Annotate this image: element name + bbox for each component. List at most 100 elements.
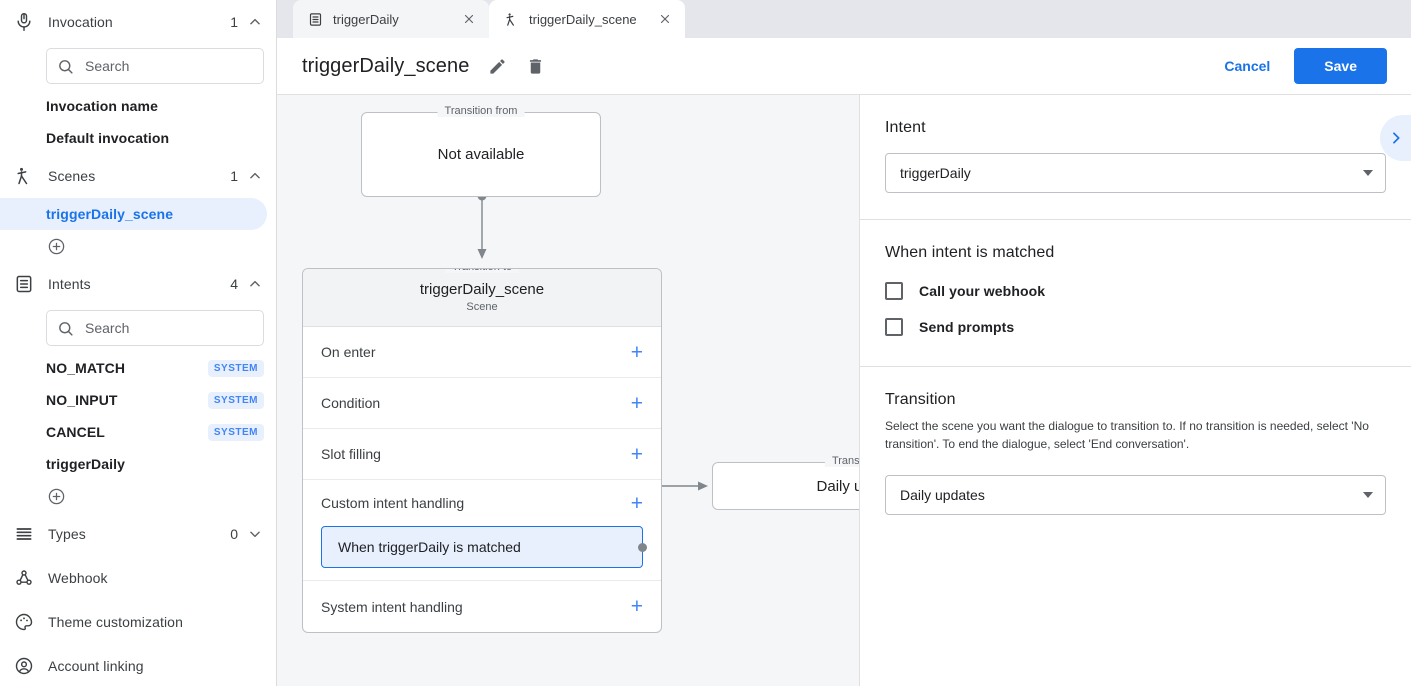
transition-section-title: Transition	[885, 391, 956, 408]
scene-row-label: Condition	[321, 395, 381, 411]
add-slot-filling-icon[interactable]: +	[630, 442, 643, 466]
invocation-search-box[interactable]	[46, 48, 268, 84]
sidebar-item-label: NO_INPUT	[46, 392, 118, 408]
scene-row-custom-intent-handling[interactable]: Custom intent handling +	[303, 480, 661, 526]
sidebar-item-no-match[interactable]: NO_MATCH SYSTEM	[0, 352, 276, 384]
sidebar-item-label: triggerDaily	[46, 456, 125, 472]
sidebar-item-no-input[interactable]: NO_INPUT SYSTEM	[0, 384, 276, 416]
add-intent-icon[interactable]	[46, 486, 66, 506]
add-condition-icon[interactable]: +	[630, 391, 643, 415]
when-matched-section: When intent is matched Call your webhook…	[860, 219, 1411, 366]
sidebar-item-triggerdaily[interactable]: triggerDaily	[0, 448, 276, 480]
close-icon[interactable]	[657, 11, 673, 27]
add-scene-row	[0, 230, 276, 262]
intent-select[interactable]: triggerDaily	[885, 153, 1386, 193]
main-area: triggerDaily triggerDaily_scene trigge	[277, 0, 1411, 686]
sidebar-item-default-invocation[interactable]: Default invocation	[0, 122, 276, 154]
scene-row-condition[interactable]: Condition +	[303, 378, 661, 429]
transition-destination-node[interactable]: Transition to Daily updates	[712, 455, 859, 510]
invocation-search-wrap	[0, 44, 276, 90]
invocation-search-input[interactable]	[83, 57, 268, 75]
add-intent-row	[0, 480, 276, 512]
microphone-icon	[12, 10, 36, 34]
sidebar-group-label: Invocation	[48, 14, 113, 30]
intents-search-input[interactable]	[83, 319, 268, 337]
chevron-up-icon[interactable]	[248, 277, 262, 291]
sidebar-group-scenes[interactable]: Scenes 1	[0, 154, 276, 198]
sidebar-item-cancel[interactable]: CANCEL SYSTEM	[0, 416, 276, 448]
sidebar-group-count: 4	[230, 276, 238, 292]
scene-graph-canvas[interactable]: Transition from Not available Transition…	[277, 95, 860, 686]
call-webhook-checkbox[interactable]	[885, 282, 903, 300]
intent-select-value: triggerDaily	[900, 165, 971, 181]
sidebar-item-webhook[interactable]: Webhook	[0, 556, 276, 600]
tab-label: triggerDaily_scene	[529, 11, 637, 27]
sidebar-item-invocation-name[interactable]: Invocation name	[0, 90, 276, 122]
scene-node-card: Transition to triggerDaily_scene Scene O…	[302, 268, 662, 633]
transition-select[interactable]: Daily updates	[885, 475, 1386, 515]
save-button[interactable]: Save	[1294, 48, 1387, 84]
sidebar-group-intents[interactable]: Intents 4	[0, 262, 276, 306]
sidebar-group-types[interactable]: Types 0	[0, 512, 276, 556]
scene-row-label: Custom intent handling	[321, 495, 465, 511]
transition-from-value: Not available	[437, 146, 525, 163]
add-system-intent-icon[interactable]: +	[630, 595, 643, 618]
transition-from-legend: Transition from	[437, 105, 525, 117]
intent-tab-icon	[307, 11, 323, 27]
sidebar-item-label: Webhook	[48, 570, 108, 586]
pencil-icon[interactable]	[487, 56, 507, 76]
tab-triggerdaily-scene[interactable]: triggerDaily_scene	[489, 0, 685, 38]
send-prompts-checkbox[interactable]	[885, 318, 903, 336]
chevron-up-icon[interactable]	[248, 169, 262, 183]
send-prompts-checkbox-row[interactable]: Send prompts	[885, 318, 1386, 336]
sidebar-group-count: 0	[230, 526, 238, 542]
sidebar-item-label: triggerDaily_scene	[46, 206, 174, 222]
cancel-button[interactable]: Cancel	[1212, 49, 1282, 83]
search-icon	[57, 57, 74, 75]
sidebar-item-theme-customization[interactable]: Theme customization	[0, 600, 276, 644]
tab-triggerdaily[interactable]: triggerDaily	[293, 0, 489, 38]
sidebar-group-count: 1	[230, 14, 238, 30]
sidebar-item-account-linking[interactable]: Account linking	[0, 644, 276, 686]
trash-icon[interactable]	[525, 56, 545, 76]
chevron-up-icon[interactable]	[248, 15, 262, 29]
sidebar-group-label: Intents	[48, 276, 91, 292]
sidebar-item-label: Account linking	[48, 658, 144, 674]
scene-row-slot-filling[interactable]: Slot filling +	[303, 429, 661, 480]
close-icon[interactable]	[461, 11, 477, 27]
status-badge: SYSTEM	[207, 391, 264, 409]
scene-block-custom-intent: Custom intent handling + When triggerDai…	[303, 480, 661, 581]
left-sidebar: Invocation 1 Invocation name Default inv…	[0, 0, 277, 686]
transition-destination-value: Daily updates	[816, 477, 859, 495]
custom-intent-handler-chip[interactable]: When triggerDaily is matched	[321, 526, 647, 568]
add-scene-icon[interactable]	[46, 236, 66, 256]
sidebar-item-label: CANCEL	[46, 424, 105, 440]
status-badge: SYSTEM	[207, 359, 264, 377]
transition-from-node[interactable]: Transition from Not available	[361, 105, 601, 197]
sidebar-item-triggerdaily-scene[interactable]: triggerDaily_scene	[0, 198, 267, 230]
add-custom-intent-icon[interactable]: +	[630, 491, 643, 515]
content-body: Transition from Not available Transition…	[277, 95, 1411, 686]
scene-row-label: On enter	[321, 344, 376, 360]
scene-row-on-enter[interactable]: On enter +	[303, 327, 661, 378]
palette-icon	[12, 610, 36, 634]
intents-search-box[interactable]	[46, 310, 268, 346]
chevron-right-icon[interactable]	[1380, 115, 1411, 161]
chevron-down-icon	[1363, 492, 1373, 498]
edge-connector-dot	[638, 543, 647, 552]
sidebar-item-label: Invocation name	[46, 98, 158, 114]
intent-section-title: Intent	[885, 119, 926, 136]
call-webhook-checkbox-row[interactable]: Call your webhook	[885, 282, 1386, 300]
transition-select-value: Daily updates	[900, 487, 985, 503]
account-icon	[12, 654, 36, 678]
chevron-down-icon[interactable]	[248, 527, 262, 541]
chevron-down-icon	[1363, 170, 1373, 176]
scene-row-system-intent-handling[interactable]: System intent handling +	[303, 581, 661, 632]
sidebar-group-count: 1	[230, 168, 238, 184]
add-on-enter-icon[interactable]: +	[630, 340, 643, 364]
webhook-icon	[12, 566, 36, 590]
sidebar-group-invocation[interactable]: Invocation 1	[0, 0, 276, 44]
tab-label: triggerDaily	[333, 11, 399, 27]
page-header: triggerDaily_scene Cancel Save	[277, 38, 1411, 95]
intent-section: Intent triggerDaily	[860, 95, 1411, 219]
